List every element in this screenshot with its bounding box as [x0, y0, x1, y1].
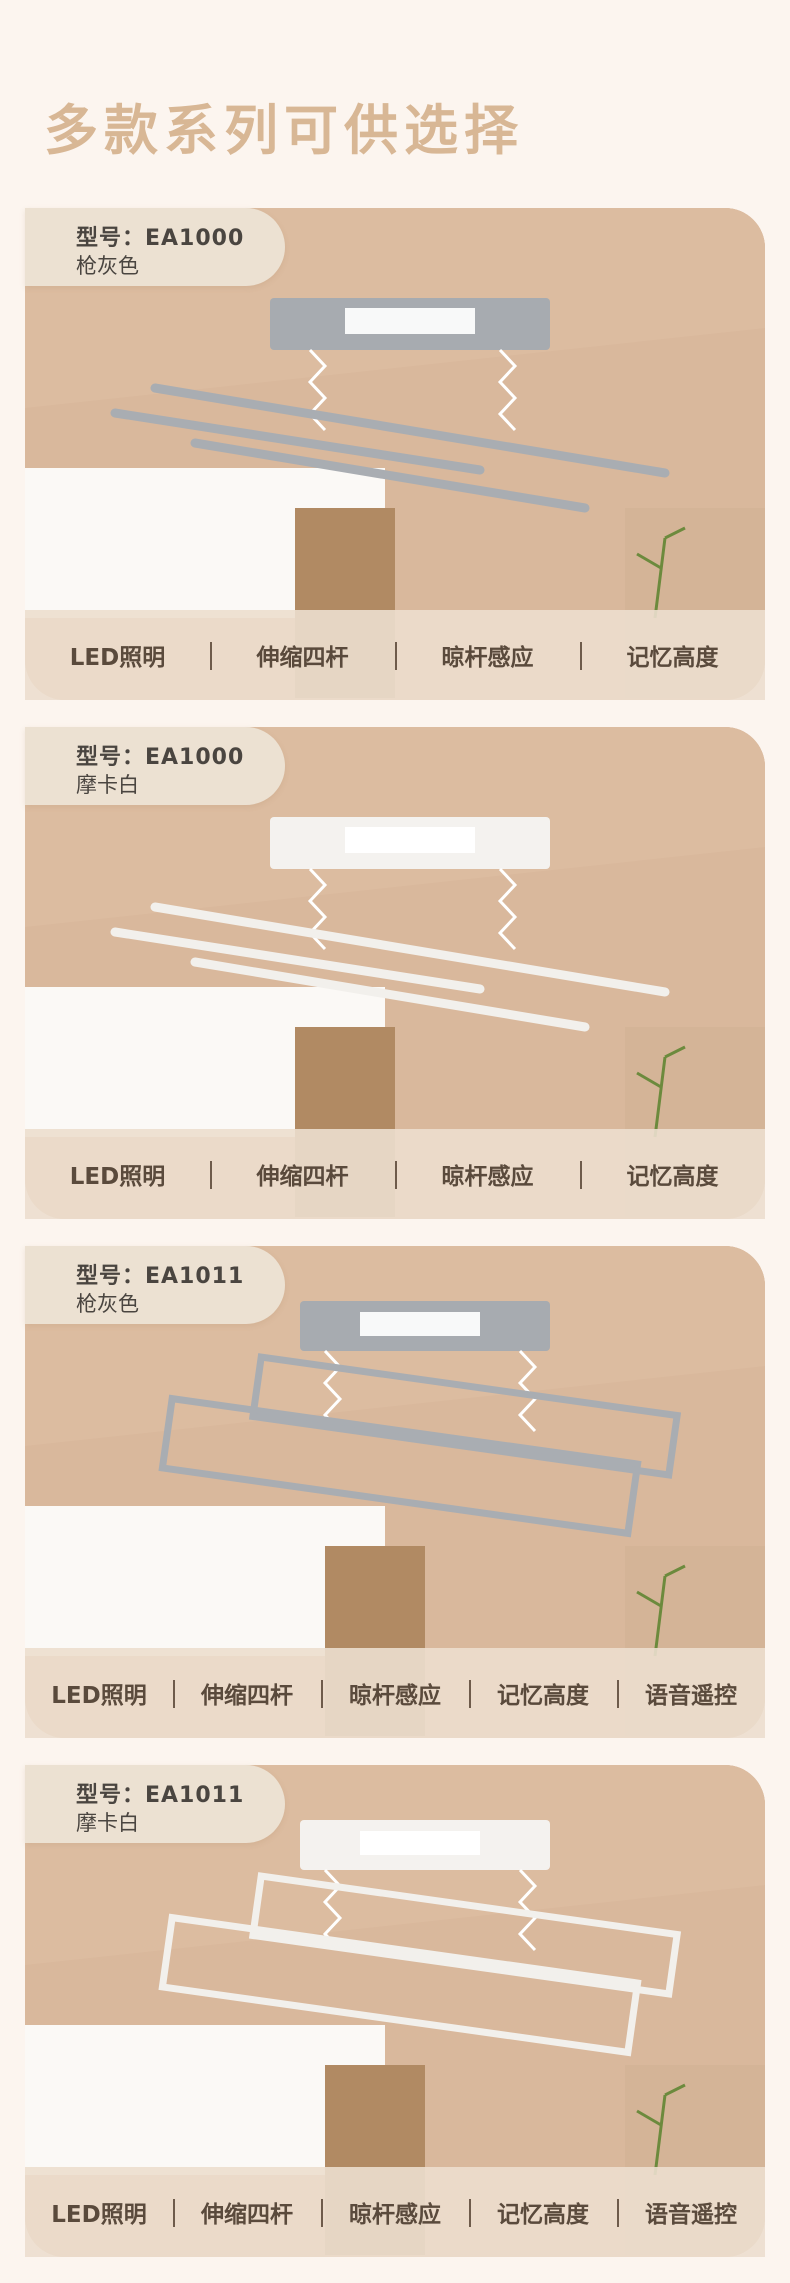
feature-item: LED照明: [51, 1683, 147, 1709]
feature-item: 伸缩四杆: [173, 1676, 321, 1710]
feature-item: 晾杆感应: [395, 1157, 580, 1191]
feature-item: 伸缩四杆: [210, 1157, 395, 1191]
feature-item: LED照明: [51, 2202, 147, 2228]
color-label: 枪灰色: [76, 254, 139, 278]
product-card: 型号：EA1000 枪灰色: [25, 208, 765, 708]
product-card: 型号：EA1000 摩卡白: [25, 727, 765, 1227]
feature-bar: LED照明 伸缩四杆 晾杆感应 记忆高度 语音遥控: [25, 2167, 765, 2257]
feature-item: 记忆高度: [580, 1157, 765, 1191]
model-label: 型号：EA1000: [76, 745, 245, 770]
page-title: 多款系列可供选择: [44, 99, 524, 162]
model-label: 型号：EA1000: [76, 226, 245, 251]
feature-item: 记忆高度: [580, 638, 765, 672]
model-tab: 型号：EA1011 枪灰色: [25, 1246, 285, 1324]
model-tab: 型号：EA1000 摩卡白: [25, 727, 285, 805]
product-card: 型号：EA1011 枪灰色: [25, 1246, 765, 1746]
feature-item: 晾杆感应: [321, 1676, 469, 1710]
feature-item: 语音遥控: [617, 2195, 765, 2229]
bamboo-plant: [636, 526, 686, 619]
feature-item: 语音遥控: [617, 1676, 765, 1710]
product-card: 型号：EA1011 摩卡白: [25, 1765, 765, 2265]
model-label: 型号：EA1011: [76, 1783, 245, 1808]
color-label: 摩卡白: [76, 773, 139, 797]
feature-bar: LED照明 伸缩四杆 晾杆感应 记忆高度: [25, 610, 765, 700]
feature-item: 伸缩四杆: [173, 2195, 321, 2229]
feature-item: LED照明: [69, 1164, 166, 1190]
feature-item: 晾杆感应: [321, 2195, 469, 2229]
feature-item: LED照明: [69, 645, 166, 671]
feature-item: 晾杆感应: [395, 638, 580, 672]
color-label: 枪灰色: [76, 1292, 139, 1316]
feature-bar: LED照明 伸缩四杆 晾杆感应 记忆高度 语音遥控: [25, 1648, 765, 1738]
feature-item: 伸缩四杆: [210, 638, 395, 672]
model-tab: 型号：EA1011 摩卡白: [25, 1765, 285, 1843]
feature-item: 记忆高度: [469, 1676, 617, 1710]
color-label: 摩卡白: [76, 1811, 139, 1835]
model-label: 型号：EA1011: [76, 1264, 245, 1289]
feature-bar: LED照明 伸缩四杆 晾杆感应 记忆高度: [25, 1129, 765, 1219]
model-tab: 型号：EA1000 枪灰色: [25, 208, 285, 286]
feature-item: 记忆高度: [469, 2195, 617, 2229]
